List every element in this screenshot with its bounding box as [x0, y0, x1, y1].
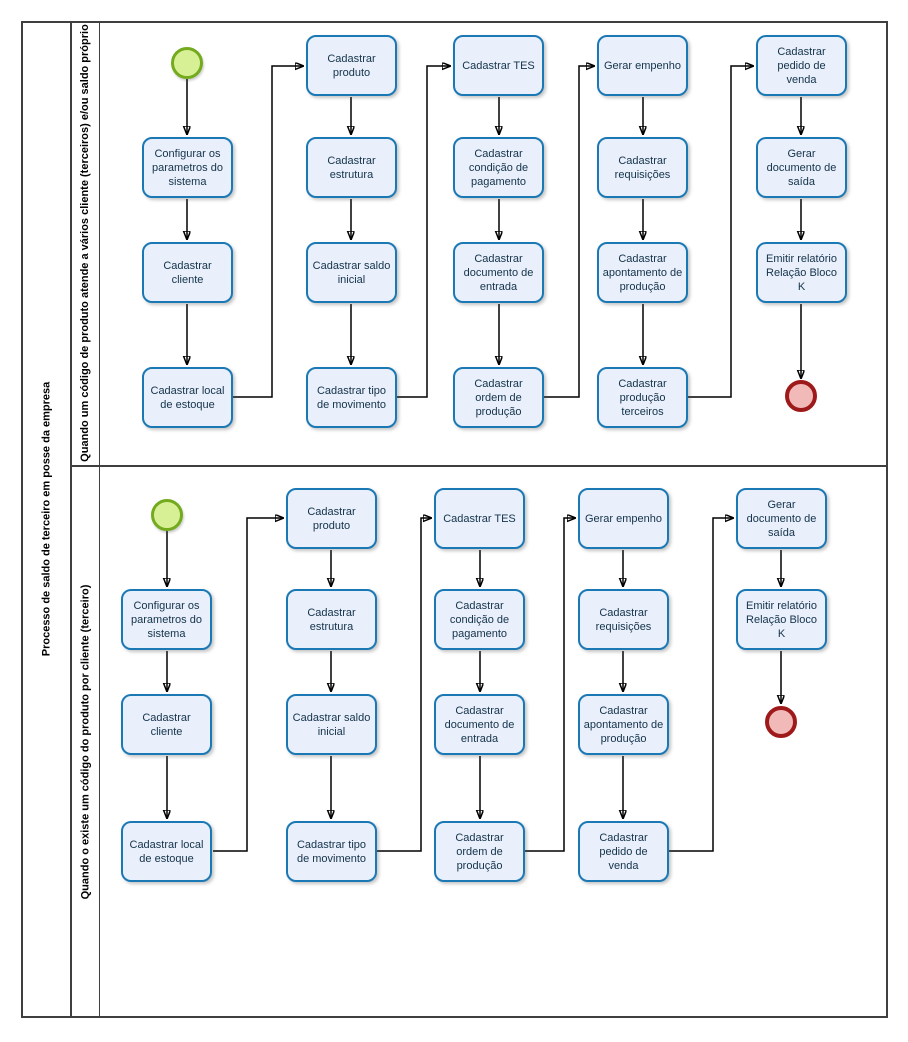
lane-label-divider: [99, 21, 100, 1018]
end-event[interactable]: [785, 380, 817, 412]
bpmn-task[interactable]: Cadastrar TES: [434, 488, 525, 549]
bpmn-task[interactable]: Cadastrar apontamento de produção: [597, 242, 688, 303]
bpmn-task[interactable]: Cadastrar cliente: [142, 242, 233, 303]
bpmn-task[interactable]: Cadastrar condição de pagamento: [434, 589, 525, 650]
bpmn-task[interactable]: Cadastrar estrutura: [306, 137, 397, 198]
bpmn-task[interactable]: Cadastrar apontamento de produção: [578, 694, 669, 755]
bpmn-task[interactable]: Cadastrar tipo de movimento: [306, 367, 397, 428]
bpmn-task[interactable]: Cadastrar cliente: [121, 694, 212, 755]
bpmn-task[interactable]: Cadastrar condição de pagamento: [453, 137, 544, 198]
start-event[interactable]: [151, 499, 183, 531]
lane-2-title: Quando o existe um código do produto por…: [79, 584, 91, 900]
end-event[interactable]: [765, 706, 797, 738]
pool-title-divider: [70, 21, 72, 1018]
bpmn-task[interactable]: Cadastrar ordem de produção: [434, 821, 525, 882]
bpmn-task[interactable]: Gerar documento de saída: [756, 137, 847, 198]
bpmn-task[interactable]: Gerar documento de saída: [736, 488, 827, 549]
bpmn-task[interactable]: Cadastrar documento de entrada: [453, 242, 544, 303]
bpmn-task[interactable]: Cadastrar saldo inicial: [286, 694, 377, 755]
bpmn-task[interactable]: Cadastrar local de estoque: [121, 821, 212, 882]
bpmn-task[interactable]: Cadastrar requisições: [597, 137, 688, 198]
bpmn-task[interactable]: Gerar empenho: [597, 35, 688, 96]
pool-border: [21, 21, 888, 1018]
bpmn-task[interactable]: Configurar os parametros do sistema: [142, 137, 233, 198]
lane-divider: [71, 465, 888, 467]
bpmn-task[interactable]: Cadastrar pedido de venda: [756, 35, 847, 96]
bpmn-task[interactable]: Cadastrar documento de entrada: [434, 694, 525, 755]
bpmn-task[interactable]: Gerar empenho: [578, 488, 669, 549]
bpmn-task[interactable]: Cadastrar local de estoque: [142, 367, 233, 428]
start-event[interactable]: [171, 47, 203, 79]
bpmn-task[interactable]: Cadastrar requisições: [578, 589, 669, 650]
lane-1-title: Quando um código de produto atende a vár…: [79, 24, 91, 462]
bpmn-task[interactable]: Cadastrar TES: [453, 35, 544, 96]
pool-title: Processo de saldo de terceiro em posse d…: [40, 381, 53, 657]
bpmn-task[interactable]: Cadastrar estrutura: [286, 589, 377, 650]
bpmn-task[interactable]: Cadastrar pedido de venda: [578, 821, 669, 882]
bpmn-task[interactable]: Cadastrar produto: [306, 35, 397, 96]
bpmn-task[interactable]: Emitir relatório Relação Bloco K: [736, 589, 827, 650]
bpmn-task[interactable]: Cadastrar ordem de produção: [453, 367, 544, 428]
bpmn-task[interactable]: Emitir relatório Relação Bloco K: [756, 242, 847, 303]
bpmn-task[interactable]: Cadastrar produção terceiros: [597, 367, 688, 428]
bpmn-task[interactable]: Cadastrar produto: [286, 488, 377, 549]
bpmn-task[interactable]: Configurar os parametros do sistema: [121, 589, 212, 650]
bpmn-task[interactable]: Cadastrar tipo de movimento: [286, 821, 377, 882]
bpmn-task[interactable]: Cadastrar saldo inicial: [306, 242, 397, 303]
